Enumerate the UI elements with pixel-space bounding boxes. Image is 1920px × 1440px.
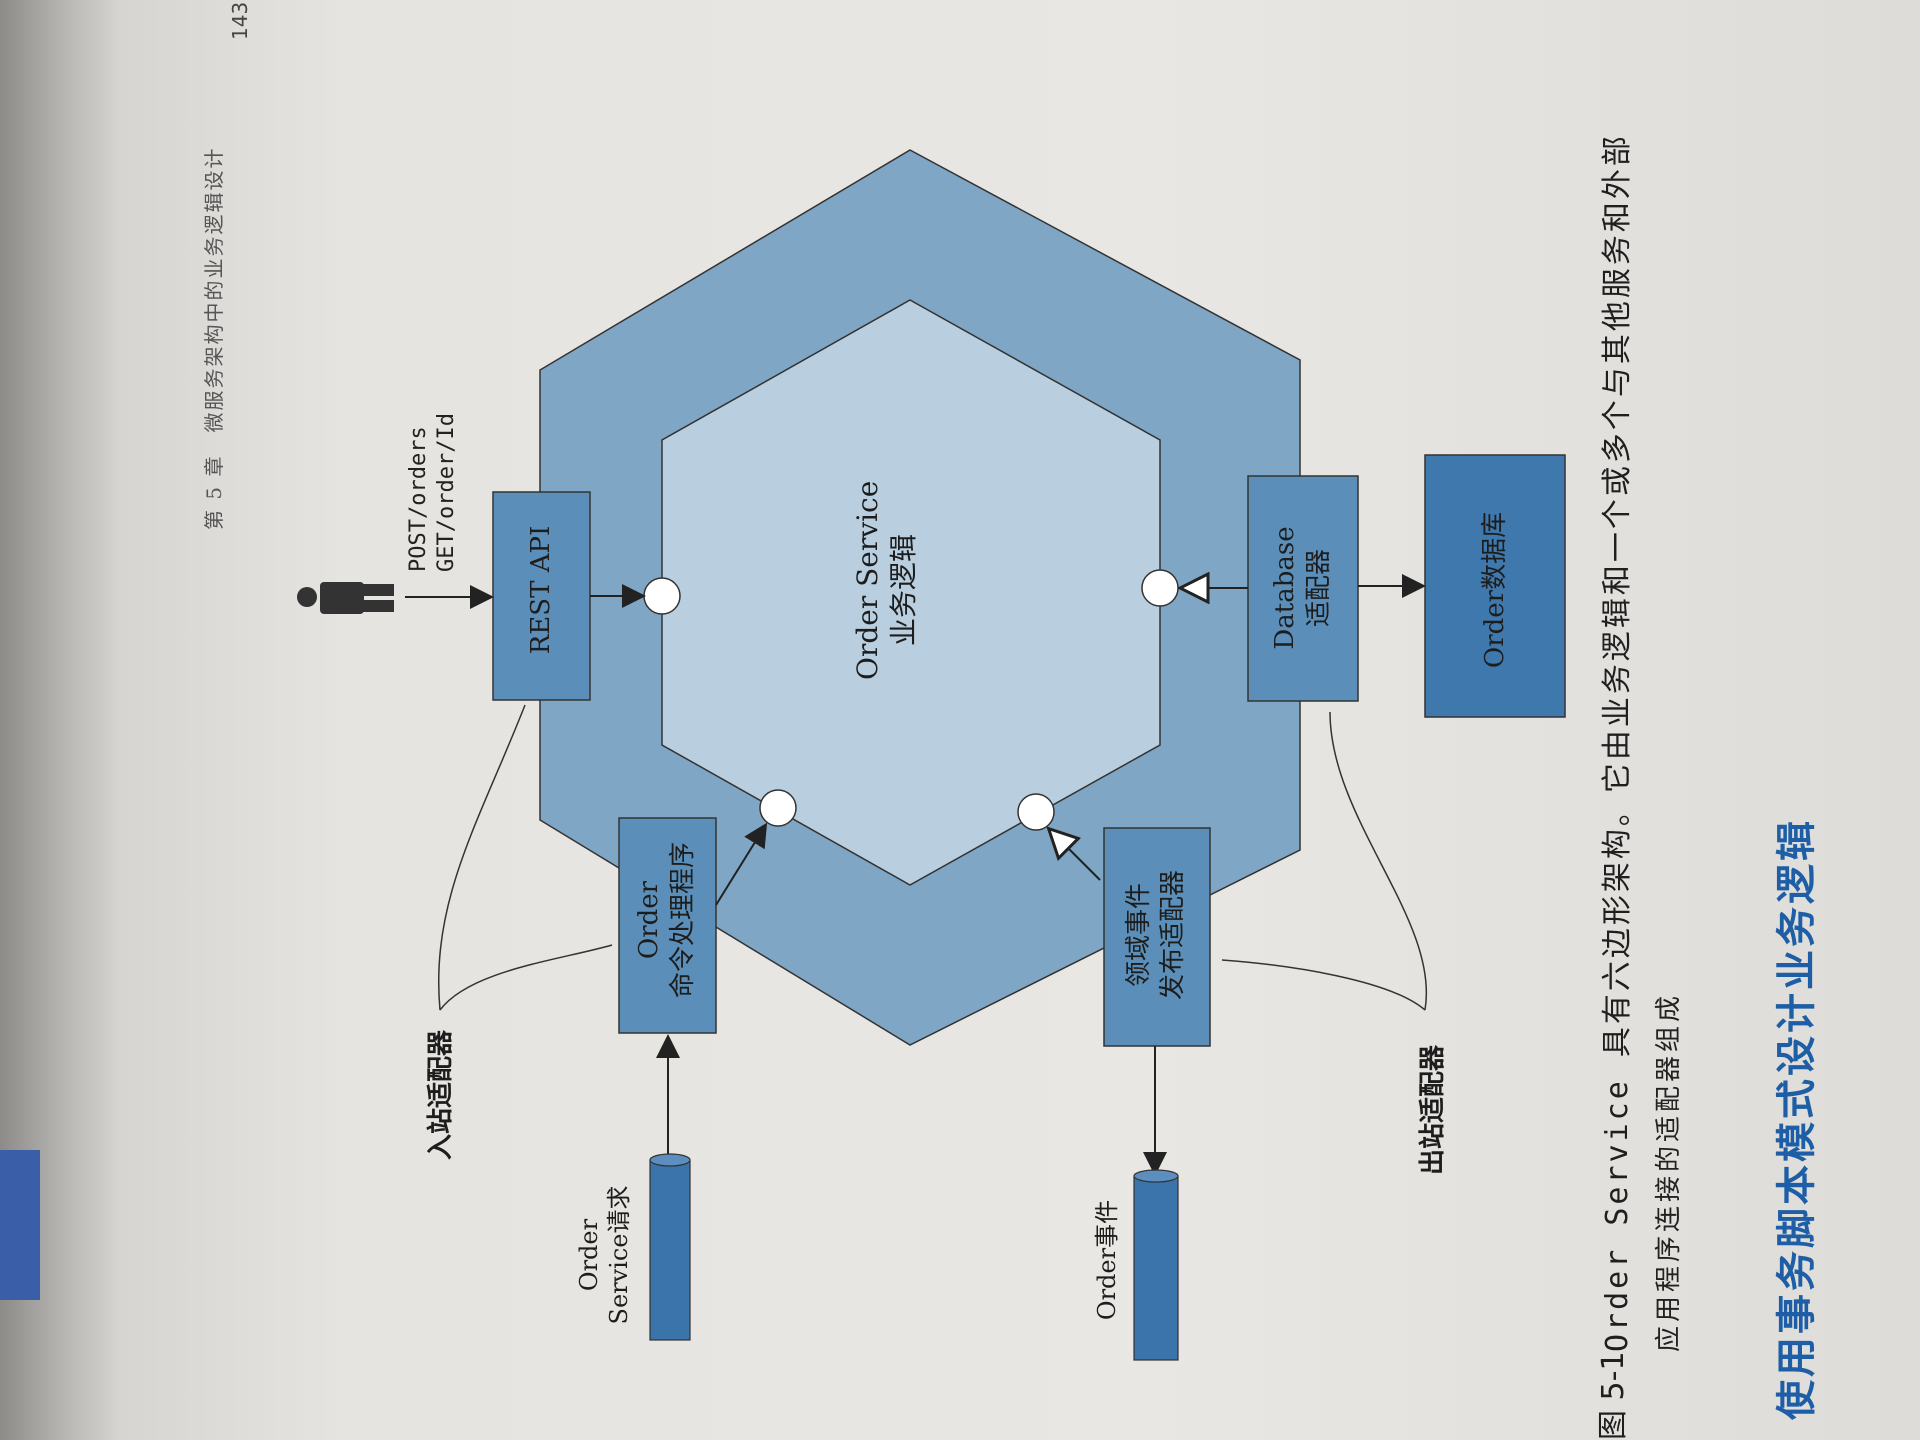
database-adapter-box bbox=[1247, 475, 1359, 702]
chapter-header: 第 5 章 微服务架构中的业务逻辑设计 bbox=[202, 146, 226, 530]
core-label: Order Service 业务逻辑 bbox=[850, 480, 922, 680]
order-event-channel bbox=[1133, 1169, 1179, 1361]
database-port bbox=[1141, 569, 1179, 607]
event-publisher-label: 领域事件 发布适配器 bbox=[1122, 845, 1190, 1025]
event-to-port-arrow bbox=[1050, 830, 1101, 881]
api-path-post: POST/orders bbox=[406, 426, 431, 572]
page-tab-marker bbox=[0, 1150, 40, 1300]
command-to-core-arrow bbox=[715, 822, 768, 906]
core-label-line1: Order Service bbox=[851, 480, 884, 680]
rest-port bbox=[643, 577, 681, 615]
event-publisher-line1: 领域事件 bbox=[1124, 883, 1154, 988]
order-event-label: Order事件 bbox=[1093, 1199, 1121, 1321]
command-handler-line2: 命令处理程序 bbox=[668, 842, 698, 999]
page-number: 143 bbox=[228, 1, 252, 40]
command-handler-box bbox=[618, 817, 717, 1034]
order-service-request-channel bbox=[649, 1153, 691, 1341]
event-publisher-box bbox=[1103, 827, 1211, 1047]
command-handler-line1: Order bbox=[634, 880, 664, 960]
order-database-label: Order数据库 bbox=[1480, 511, 1510, 669]
order-service-request-label: Order Service请求 bbox=[574, 1185, 634, 1325]
figure-number: 图 5-1 bbox=[1596, 1351, 1631, 1440]
command-handler-label: Order 命令处理程序 bbox=[632, 830, 700, 1010]
order-service-request-line1: Order bbox=[575, 1218, 603, 1292]
section-title: 使用事务脚本模式设计业务逻辑 bbox=[1774, 818, 1820, 1420]
rest-api-label: REST API bbox=[526, 525, 556, 655]
core-label-line2: 业务逻辑 bbox=[887, 534, 920, 647]
api-paths: POST/orders GET/order/Id bbox=[405, 413, 461, 572]
command-port bbox=[759, 789, 797, 827]
inbound-callout-line bbox=[438, 704, 613, 1011]
event-publisher-line2: 发布适配器 bbox=[1158, 870, 1188, 1001]
inbound-adapters-label: 入站适配器 bbox=[426, 1029, 456, 1160]
caption-line2: 应用程序连接的适配器组成 bbox=[1654, 991, 1684, 1352]
database-adapter-line2: 适配器 bbox=[1304, 549, 1334, 628]
user-icon bbox=[297, 582, 394, 614]
outbound-callout-line bbox=[1221, 711, 1428, 1011]
order-database-box bbox=[1424, 454, 1566, 718]
inner-hexagon bbox=[661, 299, 1161, 886]
order-service-request-line2: Service请求 bbox=[605, 1185, 633, 1325]
outbound-adapters-label: 出站适配器 bbox=[1418, 1044, 1448, 1175]
api-path-get: GET/order/Id bbox=[434, 413, 459, 572]
event-port bbox=[1017, 793, 1055, 831]
database-adapter-label: Database 适配器 bbox=[1268, 508, 1336, 668]
database-adapter-line1: Database bbox=[1270, 526, 1300, 650]
caption-line1: Order Service 具有六边形架构。它由业务逻辑和一个或多个与其他服务和… bbox=[1600, 133, 1635, 1352]
